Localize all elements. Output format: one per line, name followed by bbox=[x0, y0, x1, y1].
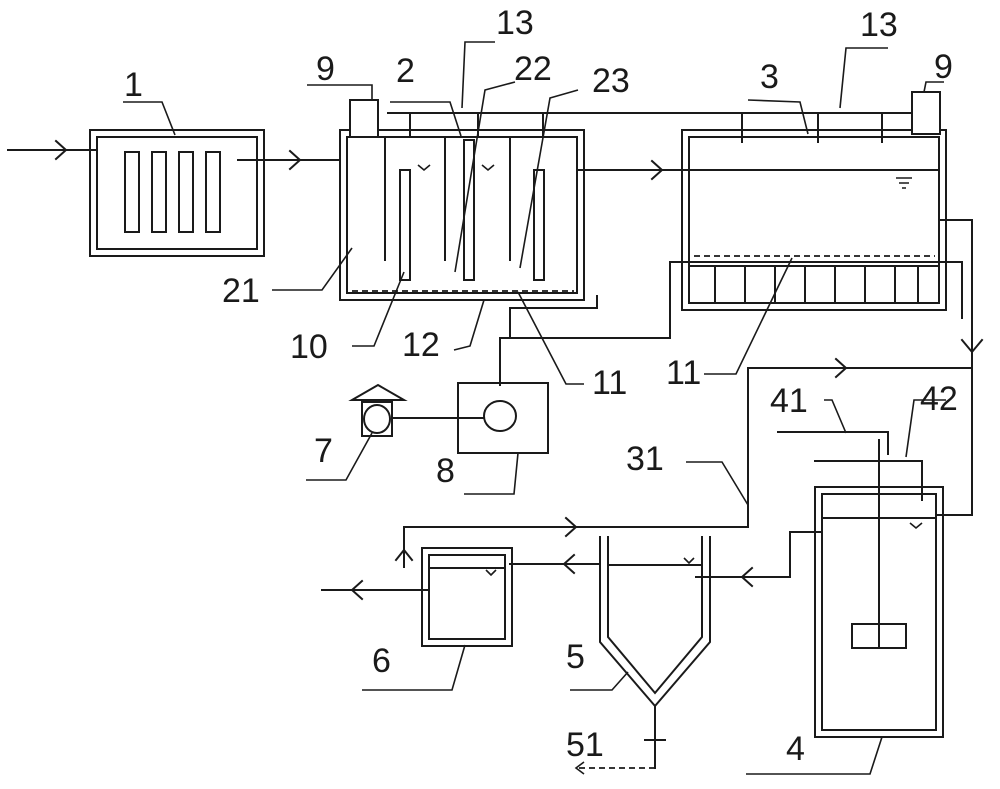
label-3: 3 bbox=[760, 58, 779, 96]
unit-6-tank bbox=[321, 547, 513, 647]
number-labels: 1 9 2 13 22 23 13 3 9 21 10 12 11 11 7 8… bbox=[124, 4, 958, 768]
label-9-left: 9 bbox=[316, 50, 335, 88]
return-line-31 bbox=[394, 357, 971, 568]
label-5: 5 bbox=[566, 638, 585, 676]
unit-7-inlet bbox=[348, 383, 485, 437]
line-5-to-6 bbox=[509, 553, 601, 575]
label-1: 1 bbox=[124, 66, 143, 104]
label-31: 31 bbox=[626, 440, 664, 478]
label-11-left: 11 bbox=[592, 364, 627, 402]
label-4: 4 bbox=[786, 730, 805, 768]
label-10: 10 bbox=[290, 328, 328, 366]
label-2: 2 bbox=[396, 52, 415, 90]
unit-3-tank bbox=[681, 91, 947, 311]
label-12: 12 bbox=[402, 326, 440, 364]
label-22: 22 bbox=[514, 50, 552, 88]
label-7: 7 bbox=[314, 432, 333, 470]
inlet-line bbox=[7, 139, 341, 171]
label-51: 51 bbox=[566, 726, 604, 764]
label-23: 23 bbox=[592, 62, 630, 100]
line-2-to-3 bbox=[576, 159, 691, 181]
label-13-right: 13 bbox=[860, 6, 898, 44]
unit-4-reactor bbox=[777, 351, 973, 738]
label-21: 21 bbox=[222, 272, 260, 310]
label-6: 6 bbox=[372, 642, 391, 680]
label-8: 8 bbox=[436, 452, 455, 490]
label-9-right: 9 bbox=[934, 48, 953, 86]
unit-1-grid-tank bbox=[89, 129, 265, 257]
unit-2-compartment-tank bbox=[339, 99, 585, 301]
leader-lines bbox=[123, 41, 946, 775]
label-41: 41 bbox=[770, 382, 808, 420]
air-pipes bbox=[499, 219, 984, 386]
label-11-right: 11 bbox=[666, 354, 701, 392]
line-4-to-5 bbox=[695, 531, 823, 588]
unit-5-settler bbox=[574, 536, 711, 775]
label-13-left: 13 bbox=[496, 4, 534, 42]
label-42: 42 bbox=[920, 380, 958, 418]
